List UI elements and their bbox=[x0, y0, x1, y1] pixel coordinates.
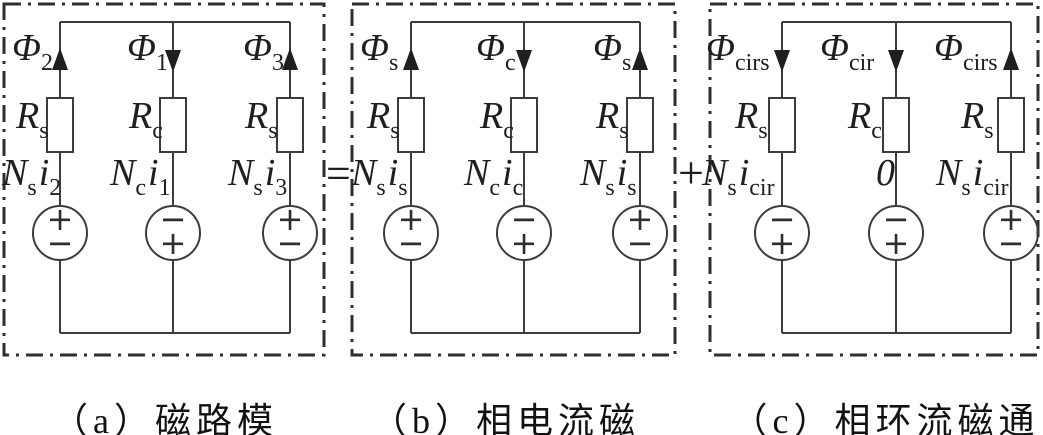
boundary-box-b bbox=[350, 2, 677, 357]
mmf-source-circle bbox=[262, 205, 318, 261]
source-sign-top: + bbox=[397, 200, 425, 238]
flux-label: Φcirs bbox=[934, 27, 998, 76]
mmf-label: Nsicir bbox=[702, 152, 775, 201]
mmf-source-circle bbox=[145, 205, 201, 261]
boundary-box-a bbox=[2, 2, 326, 357]
flux-arrow-down bbox=[516, 50, 532, 72]
source-sign-top: − bbox=[882, 200, 910, 238]
flux-arrow-up bbox=[632, 48, 648, 70]
circuit-a-flux-arrows bbox=[52, 48, 298, 72]
reluctance-symbol bbox=[276, 97, 304, 153]
mmf-label: Nsicir bbox=[936, 152, 1009, 201]
mmf-source-circle bbox=[383, 205, 439, 261]
mmf-source-circle bbox=[868, 205, 924, 261]
flux-arrow-down bbox=[165, 50, 181, 72]
flux-arrow-up bbox=[52, 48, 68, 70]
mmf-label: 0 bbox=[876, 152, 895, 194]
mmf-label: Nsi3 bbox=[228, 152, 288, 201]
reluctance-symbol bbox=[768, 97, 796, 153]
source-sign-bottom: + bbox=[768, 224, 796, 262]
source-sign-top: + bbox=[46, 200, 74, 238]
source-sign-top: − bbox=[510, 200, 538, 238]
reluctance-symbol bbox=[510, 97, 538, 153]
source-sign-top: + bbox=[997, 200, 1025, 238]
flux-label: Φc bbox=[476, 27, 516, 76]
caption-b: （b）相电流磁通 bbox=[370, 401, 640, 435]
flux-label: Φ1 bbox=[127, 27, 168, 76]
source-sign-bottom: + bbox=[510, 224, 538, 262]
flux-arrow-up bbox=[403, 48, 419, 70]
source-sign-bottom: − bbox=[397, 224, 425, 262]
reluctance-label: Rc bbox=[848, 95, 882, 144]
mmf-source-circle bbox=[612, 205, 668, 261]
reluctance-label: Rc bbox=[480, 95, 514, 144]
source-sign-bottom: − bbox=[626, 224, 654, 262]
source-sign-top: − bbox=[768, 200, 796, 238]
reluctance-label: Rs bbox=[245, 95, 278, 144]
mmf-source-circle bbox=[754, 205, 810, 261]
caption-c: （c）相环流磁通 bbox=[731, 401, 1040, 435]
flux-label: Φs bbox=[593, 27, 632, 76]
source-sign-top: + bbox=[626, 200, 654, 238]
reluctance-label: Rs bbox=[596, 95, 629, 144]
caption-a: （a）磁路模型 bbox=[52, 401, 278, 435]
reluctance-label: Rs bbox=[961, 95, 994, 144]
source-sign-bottom: + bbox=[882, 224, 910, 262]
circuit-b-wires bbox=[383, 21, 668, 334]
mmf-label: Nsi2 bbox=[2, 152, 62, 201]
mmf-label: Nci1 bbox=[110, 152, 171, 201]
boundary-box-c bbox=[708, 2, 1040, 357]
flux-label: Φs bbox=[360, 27, 399, 76]
source-sign-bottom: − bbox=[46, 224, 74, 262]
flux-arrow-down bbox=[774, 50, 790, 72]
source-sign-bottom: − bbox=[276, 224, 304, 262]
flux-label: Φ3 bbox=[243, 27, 284, 76]
reluctance-symbol bbox=[882, 97, 910, 153]
reluctance-symbol bbox=[626, 97, 654, 153]
mmf-source-circle bbox=[983, 205, 1039, 261]
mmf-label: Nsis bbox=[351, 152, 408, 201]
reluctance-label: Rc bbox=[129, 95, 163, 144]
source-sign-bottom: + bbox=[159, 224, 187, 262]
reluctance-symbol bbox=[159, 97, 187, 153]
mmf-source-circle bbox=[32, 205, 88, 261]
circuit-graphics bbox=[2, 2, 1040, 357]
source-sign-top: − bbox=[159, 200, 187, 238]
circuit-c-flux-arrows bbox=[774, 48, 1019, 72]
flux-label: Φcirs bbox=[706, 27, 770, 76]
equals-operator: = bbox=[326, 149, 351, 198]
reluctance-symbol bbox=[46, 97, 74, 153]
mmf-source-circle bbox=[496, 205, 552, 261]
flux-arrow-up bbox=[1003, 48, 1019, 70]
mmf-label: Nsis bbox=[580, 152, 637, 201]
source-sign-top: + bbox=[276, 200, 304, 238]
reluctance-label: Rs bbox=[735, 95, 768, 144]
plus-operator: + bbox=[678, 147, 704, 198]
reluctance-label: Rs bbox=[367, 95, 400, 144]
reluctance-label: Rs bbox=[16, 95, 49, 144]
source-sign-bottom: − bbox=[997, 224, 1025, 262]
reluctance-symbol bbox=[397, 97, 425, 153]
reluctance-symbol bbox=[997, 97, 1025, 153]
flux-label: Φ2 bbox=[12, 27, 53, 76]
flux-arrow-up bbox=[282, 48, 298, 70]
flux-arrow-down bbox=[888, 50, 904, 72]
circuit-c-wires bbox=[754, 21, 1039, 334]
flux-label: Φcir bbox=[820, 27, 875, 76]
mmf-label: Ncic bbox=[464, 152, 524, 201]
circuit-b-flux-arrows bbox=[403, 48, 648, 72]
